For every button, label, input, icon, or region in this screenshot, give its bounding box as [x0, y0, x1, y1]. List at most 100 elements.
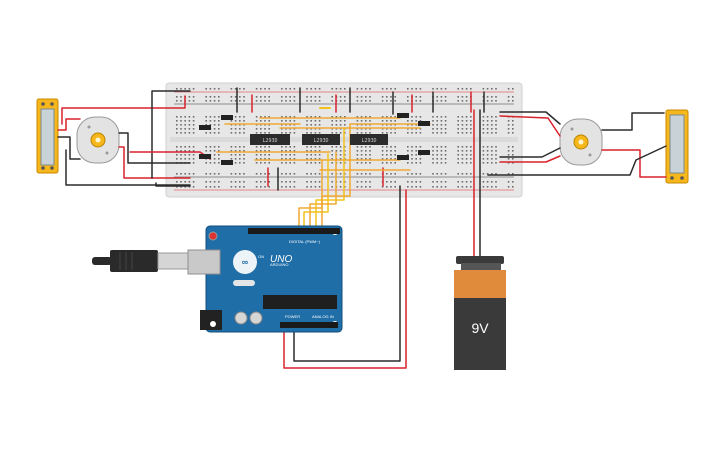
breadboard-hole: [407, 128, 409, 130]
breadboard-hole: [386, 124, 388, 126]
breadboard-hole: [180, 158, 182, 160]
breadboard-hole: [436, 154, 438, 156]
breadboard-hole: [495, 162, 497, 164]
breadboard-hole: [289, 181, 291, 183]
breadboard-hole: [465, 96, 468, 98]
breadboard-hole: [482, 124, 485, 126]
breadboard-hole: [432, 154, 434, 156]
breadboard-hole: [209, 146, 212, 148]
breadboard-hole: [239, 181, 241, 183]
breadboard-hole: [239, 150, 241, 152]
breadboard-hole: [239, 88, 241, 90]
breadboard-hole: [461, 132, 464, 134]
breadboard-hole: [264, 120, 266, 122]
battery-label: 9V: [471, 320, 489, 336]
breadboard-hole: [394, 150, 396, 152]
breadboard-hole: [394, 146, 396, 148]
breadboard-hole: [482, 162, 485, 164]
breadboard-hole: [234, 124, 237, 126]
breadboard-hole: [180, 116, 182, 118]
breadboard-hole: [411, 154, 413, 156]
breadboard-hole: [415, 154, 417, 156]
breadboard-hole: [289, 186, 291, 188]
breadboard-hole: [188, 132, 191, 134]
breadboard-hole: [243, 158, 245, 160]
wire-yellow: [315, 127, 345, 229]
breadboard-hole: [293, 88, 296, 90]
breadboard-hole: [234, 162, 237, 164]
breadboard-hole: [470, 132, 472, 134]
left-motor-mount: [36, 98, 59, 174]
breadboard-hole: [268, 116, 270, 118]
breadboard-hole: [390, 100, 392, 102]
breadboard-hole: [281, 158, 283, 160]
breadboard-hole: [432, 173, 434, 175]
breadboard-hole: [465, 158, 468, 160]
breadboard-hole: [318, 181, 321, 183]
breadboard-hole: [335, 132, 338, 134]
breadboard-hole: [436, 181, 438, 183]
breadboard-hole: [180, 96, 182, 98]
breadboard-hole: [234, 132, 237, 134]
breadboard-hole: [390, 186, 392, 188]
battery-terminal-cap: [456, 256, 504, 264]
reset-button[interactable]: [208, 231, 218, 241]
breadboard-hole: [318, 132, 321, 134]
breadboard-hole: [306, 181, 308, 183]
breadboard-hole: [218, 173, 220, 175]
breadboard-hole: [486, 128, 489, 130]
breadboard-hole: [243, 146, 245, 148]
breadboard-hole: [356, 162, 359, 164]
breadboard-hole: [213, 181, 216, 183]
breadboard-hole: [465, 88, 468, 90]
breadboard-hole: [365, 158, 367, 160]
breadboard-hole: [486, 173, 489, 175]
breadboard-hole: [335, 128, 338, 130]
breadboard-hole: [356, 100, 359, 102]
breadboard-hole: [306, 124, 308, 126]
breadboard-hole: [264, 128, 266, 130]
left-mount-screw: [41, 102, 45, 106]
breadboard-hole: [390, 124, 392, 126]
breadboard-hole: [470, 150, 472, 152]
breadboard-hole: [457, 88, 459, 90]
breadboard-hole: [314, 162, 317, 164]
breadboard-hole: [205, 162, 207, 164]
breadboard-hole: [188, 181, 191, 183]
breadboard-hole: [482, 158, 485, 160]
breadboard-hole: [444, 158, 447, 160]
breadboard-hole: [482, 181, 485, 183]
breadboard-hole: [419, 88, 422, 90]
breadboard-hole: [285, 150, 287, 152]
breadboard-hole: [234, 181, 237, 183]
breadboard-hole: [465, 120, 468, 122]
breadboard-hole: [457, 162, 459, 164]
breadboard-hole: [411, 88, 413, 90]
breadboard-hole: [486, 124, 489, 126]
breadboard-hole: [365, 100, 367, 102]
breadboard-hole: [486, 150, 489, 152]
breadboard-hole: [218, 100, 220, 102]
breadboard-hole: [444, 88, 447, 90]
breadboard-hole: [432, 186, 434, 188]
breadboard-hole: [381, 154, 384, 156]
breadboard-hole: [411, 124, 413, 126]
breadboard-hole: [243, 100, 245, 102]
breadboard-hole: [482, 150, 485, 152]
breadboard-hole: [188, 120, 191, 122]
breadboard-hole: [176, 120, 178, 122]
breadboard-hole: [457, 124, 459, 126]
breadboard-hole: [512, 186, 514, 188]
breadboard-hole: [339, 154, 342, 156]
breadboard-hole: [285, 100, 287, 102]
breadboard-hole: [239, 158, 241, 160]
breadboard-hole: [230, 100, 233, 102]
breadboard-hole: [512, 132, 514, 134]
breadboard-hole: [360, 120, 363, 122]
breadboard-hole: [289, 162, 291, 164]
wire-black: [65, 149, 191, 186]
breadboard-hole: [440, 132, 443, 134]
breadboard-hole: [293, 154, 296, 156]
breadboard-hole: [184, 186, 186, 188]
breadboard-hole: [461, 154, 464, 156]
